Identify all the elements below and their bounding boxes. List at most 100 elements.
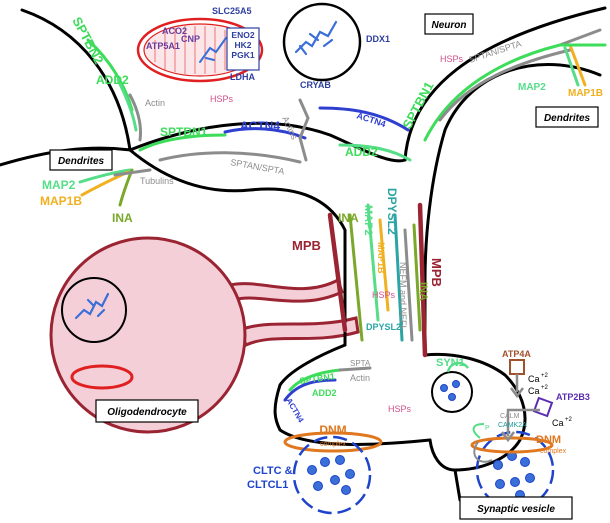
label-map2-left: MAP2 <box>42 178 76 192</box>
nucleus-filament-icon <box>294 20 338 56</box>
label-add2-term: ADD2 <box>312 388 337 398</box>
label-sptbn1-left: SPTBN1 <box>160 125 208 139</box>
label-nefm-nefl: NEFM and NEFL <box>398 262 408 331</box>
label-ldha: LDHA <box>230 72 255 82</box>
mitochondrion-filament-icon <box>199 37 227 63</box>
sptbn1-left-line <box>138 133 227 152</box>
sptan-mid-line <box>158 151 302 164</box>
label-actin-term: Actin <box>350 373 370 383</box>
label-add2-top: ADD2 <box>96 73 129 87</box>
tubulin-left-line <box>113 168 152 177</box>
label-cltc: CLTC & <box>253 465 293 477</box>
oligodendrocyte-nucleus-filament-icon <box>74 292 110 320</box>
label-sptan-spta-mid: SPTAN/SPTA <box>230 157 286 176</box>
label-ca3: Ca <box>552 418 564 428</box>
oligodendrocyte-nucleus <box>61 277 127 343</box>
label-eno2: ENO2 <box>231 30 254 40</box>
mpb-left-bar <box>327 212 348 333</box>
label-ca3-sup: +2 <box>565 417 573 423</box>
synaptic-vesicle-label: Synaptic vesicle <box>477 504 555 515</box>
label-add2-mid: ADD2 <box>345 145 378 159</box>
neuron-label: Neuron <box>432 20 467 31</box>
actn4-left-line <box>223 127 307 140</box>
synaptic-vesicle-label-box: Synaptic vesicle <box>459 496 573 520</box>
label-map1b-right: MAP1B <box>568 88 603 99</box>
oligodendrocyte-label: Oligodendrocyte <box>107 407 187 418</box>
label-hsps-top-right: HSPs <box>440 54 464 64</box>
label-map2-right: MAP2 <box>518 82 546 93</box>
label-slc25a5: SLC25A5 <box>212 6 252 16</box>
actins-mid-line <box>298 98 310 162</box>
map2-left-line <box>78 168 132 184</box>
oligodendrocyte-label-box: Oligodendrocyte <box>95 399 199 423</box>
oligodendrocyte-process-lower <box>238 316 360 348</box>
dnm-right-ring <box>470 436 554 454</box>
calm-arrow-head <box>501 431 515 443</box>
label-spta-term: SPTA <box>350 359 371 368</box>
label-hsps-term: HSPs <box>388 404 412 414</box>
actin-term-line <box>338 366 372 372</box>
phospho-arrow <box>473 441 493 463</box>
calm-arrow <box>506 408 540 436</box>
atp4a-arrow-head <box>510 387 524 399</box>
label-p: P <box>485 425 490 432</box>
label-cryab: CRYAB <box>300 80 331 90</box>
actn4-mid-line <box>318 106 410 132</box>
label-atp4a: ATP4A <box>502 349 531 359</box>
label-dnm-left: DNM <box>319 423 346 437</box>
left-vesicles <box>307 455 355 495</box>
label-hk2: HK2 <box>234 40 251 50</box>
label-pgk1: PGK1 <box>231 50 254 60</box>
syn1-vesicles <box>440 380 460 401</box>
glycolysis-box: ENO2 HK2 PGK1 <box>226 27 260 71</box>
ina-axon-right-line <box>412 223 422 332</box>
label-atp2b3: ATP2B3 <box>556 392 590 402</box>
dendrites-left-label-box: Dendrites <box>49 149 113 171</box>
label-cnp: CNP <box>181 34 200 44</box>
label-ca1: Ca <box>528 374 540 384</box>
ina-axon-line <box>348 213 364 342</box>
neuron-label-box: Neuron <box>424 13 474 35</box>
actn4-term-line <box>283 378 337 402</box>
map2-axon-line <box>366 203 380 322</box>
label-sptbn1-term: SPTBN1 <box>299 371 336 386</box>
right-vesicle-pool <box>475 430 555 510</box>
atp2b3-pump-icon <box>532 396 554 418</box>
label-map2-axon: MAP2 <box>362 205 374 236</box>
dendrites-left-label: Dendrites <box>58 156 105 167</box>
label-calm: CALM <box>500 413 520 420</box>
label-camk2a: CAMK2A <box>498 422 527 429</box>
nefm-axon-line <box>403 228 414 342</box>
label-actins: Actins <box>280 115 300 142</box>
label-ina-axon-right: INA <box>417 282 429 301</box>
label-mpb-right: MPB <box>429 258 444 287</box>
map2-right-line <box>563 46 580 87</box>
label-sptbn1-right: SPTBN1 <box>399 79 436 131</box>
label-complex-right: complex <box>540 448 567 455</box>
label-dnm-right: DNM <box>536 434 561 446</box>
label-cltcl1: CLTCL1 <box>247 479 288 491</box>
label-complex-left: complex <box>320 441 347 448</box>
add2-top-line <box>116 78 138 132</box>
sptbn1-right-line <box>423 43 562 142</box>
label-ddx1: DDX1 <box>366 34 390 44</box>
label-actn4-left: ACTN4 <box>240 119 280 133</box>
mpb-right-bar <box>417 202 428 358</box>
dendrites-right-label: Dendrites <box>544 113 591 124</box>
label-ina-axon: INA <box>338 211 359 225</box>
oligodendrocyte: Oligodendrocyte <box>49 236 360 434</box>
dendrites-right-label-box: Dendrites <box>535 106 599 128</box>
cytoskeleton-lines <box>78 28 607 402</box>
sptbn1-term-line <box>288 368 342 392</box>
dpysl2-axon-line <box>393 213 404 342</box>
neuron-membrane <box>0 6 607 502</box>
oligodendrocyte-mitochondrion <box>70 364 134 390</box>
map1b-axon-line <box>378 218 390 312</box>
label-aco2: ACO2 <box>162 26 187 36</box>
dnm-left-ring <box>283 431 383 453</box>
label-actn4-term: ACTN4 <box>284 397 305 425</box>
map1b-right-line <box>568 43 587 87</box>
left-vesicle-pool <box>292 435 372 515</box>
add2-mid-line <box>338 143 412 162</box>
label-dpysl2-axon: DPYSL2 <box>385 188 399 235</box>
